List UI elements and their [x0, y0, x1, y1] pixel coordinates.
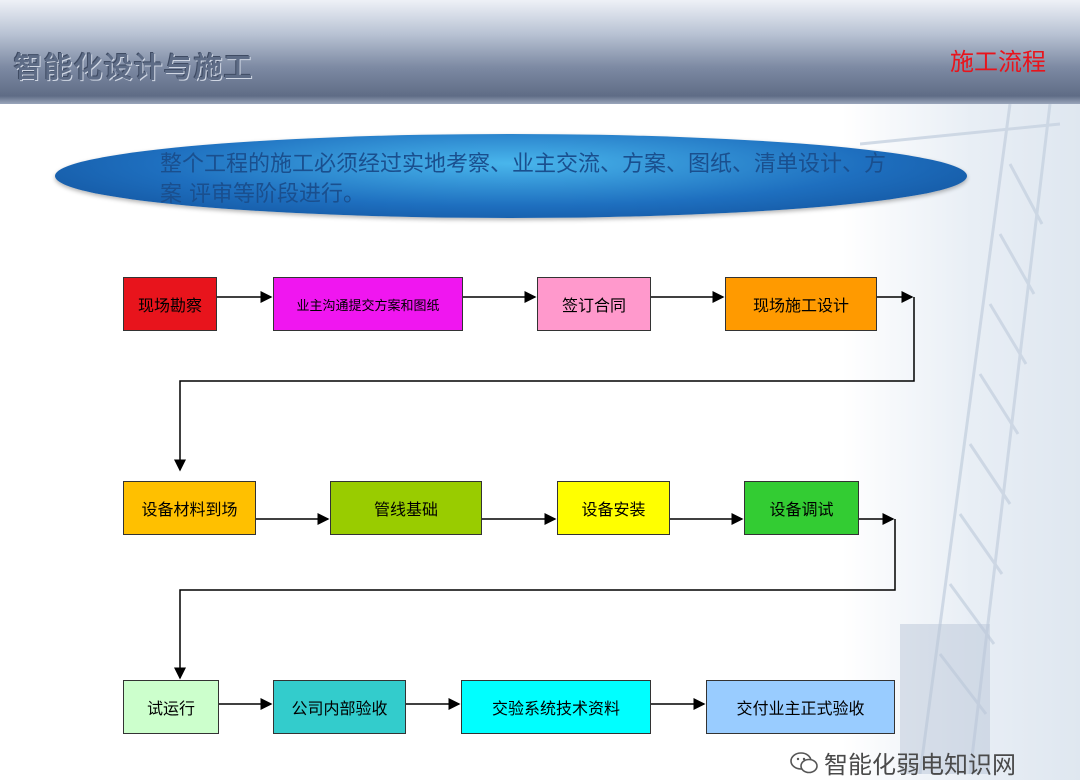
watermark-text: 智能化弱电知识网	[824, 751, 1016, 779]
arrow-row2-to-row3	[174, 519, 896, 680]
step-owner-final-acceptance: 交付业主正式验收	[706, 680, 895, 734]
step-site-survey: 现场勘察	[123, 277, 217, 331]
step-site-construction-design: 现场施工设计	[725, 277, 877, 331]
wechat-icon	[790, 751, 818, 773]
section-title: 施工流程	[950, 48, 1046, 76]
watermark: 智能化弱电知识网	[790, 745, 1016, 780]
app-title: 智能化设计与施工	[14, 51, 255, 84]
header-divider	[0, 96, 1080, 104]
header-bar	[0, 0, 1080, 96]
step-equipment-arrival: 设备材料到场	[123, 481, 256, 535]
step-sign-contract: 签订合同	[537, 277, 651, 331]
step-submit-technical-docs: 交验系统技术资料	[461, 680, 651, 734]
step-owner-communication: 业主沟通提交方案和图纸	[273, 277, 463, 331]
step-internal-acceptance: 公司内部验收	[273, 680, 406, 734]
step-pipeline-foundation: 管线基础	[330, 481, 482, 535]
crane-background-decoration	[860, 104, 1061, 774]
arrow-row1-to-row2	[174, 297, 915, 472]
intro-text: 整个工程的施工必须经过实地考察、业主交流、方案、图纸、清单设计、方案 评审等阶段…	[160, 152, 887, 207]
step-equipment-debugging: 设备调试	[744, 481, 859, 535]
step-trial-run: 试运行	[123, 680, 219, 734]
step-equipment-installation: 设备安装	[557, 481, 670, 535]
intro-banner	[55, 134, 967, 218]
